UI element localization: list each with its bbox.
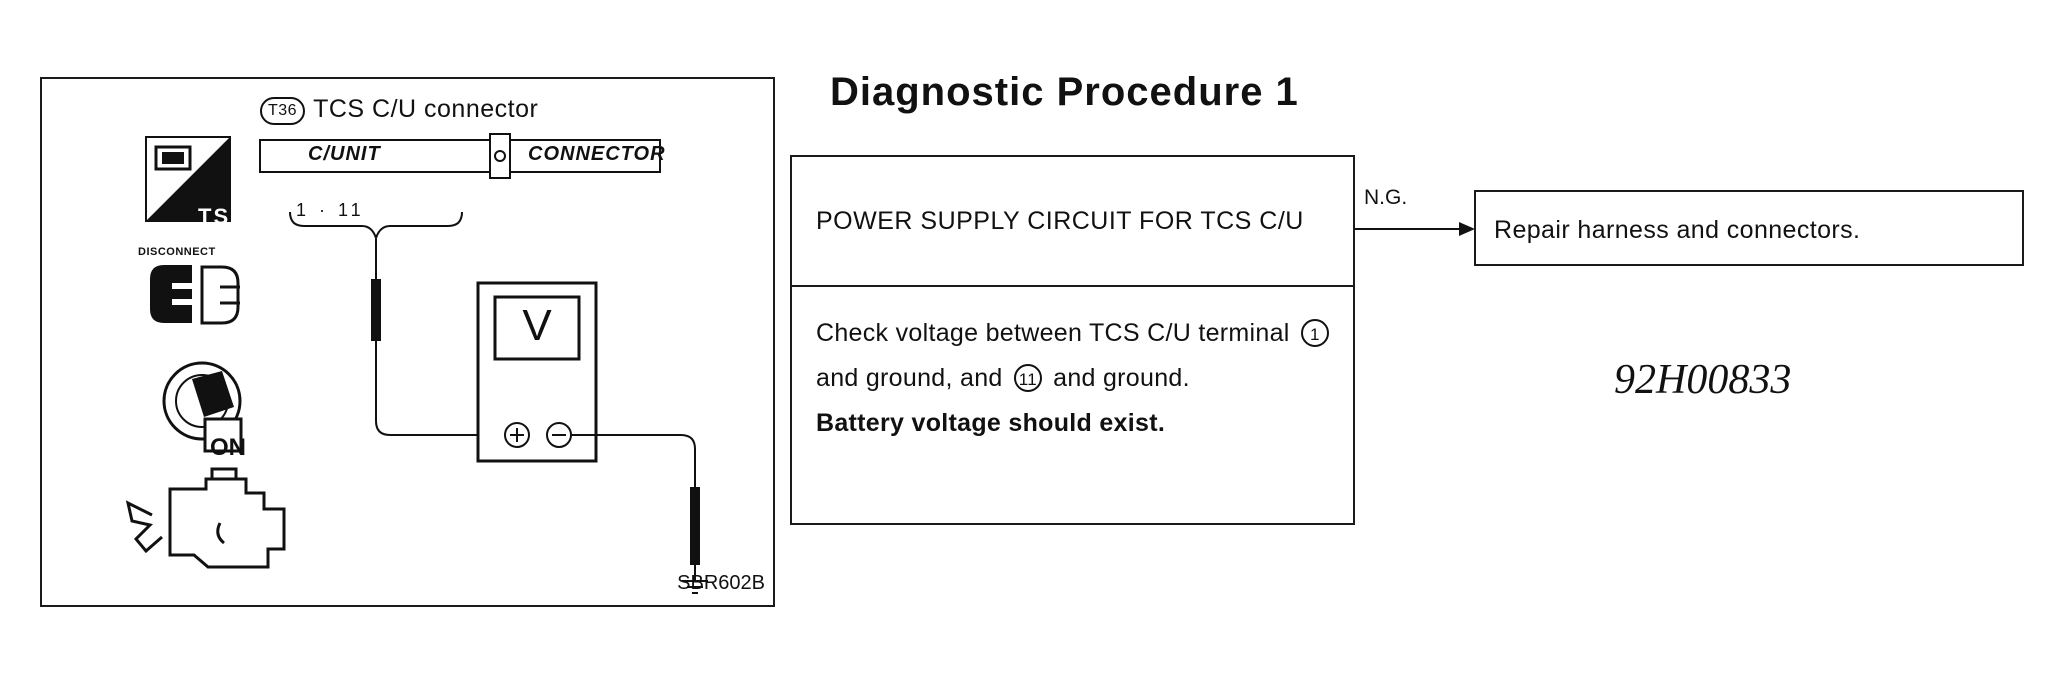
consult-ts-icon: [145, 136, 231, 222]
ground-icon: [682, 580, 708, 594]
ignition-on-icon: [162, 361, 243, 453]
step-check-text: Check voltage between TCS C/U terminal 1…: [816, 311, 1346, 446]
tcs-connector: [259, 133, 661, 179]
step-divider: [792, 285, 1353, 287]
reference-code: SBR602B: [677, 572, 765, 594]
negative-probe: [571, 434, 700, 581]
connector-tag: T36: [260, 97, 306, 125]
procedure-step-box: POWER SUPPLY CIRCUIT FOR TCS C/U Check v…: [790, 155, 1355, 525]
engine-icon: [125, 467, 286, 569]
terminal-label: 1 · 11: [296, 200, 365, 220]
disconnect-label: DISCONNECT: [138, 246, 216, 258]
ignition-on-label: ON: [210, 434, 246, 461]
wiring-illustration: [125, 133, 708, 594]
meter-label: V: [522, 301, 552, 350]
ng-label: N.G.: [1364, 186, 1408, 209]
disconnect-icon: [150, 265, 240, 325]
ng-result-box: Repair harness and connectors.: [1474, 190, 2024, 266]
ng-arrow: [1355, 222, 1475, 236]
ts-label: TS: [198, 204, 231, 229]
expected-result: Battery voltage should exist.: [816, 409, 1166, 437]
connector-left-label: C/UNIT: [308, 143, 381, 165]
document-id: 92H00833: [1614, 357, 1792, 403]
terminal-brace: [289, 211, 463, 242]
procedure-title: Diagnostic Procedure 1: [830, 70, 1299, 114]
positive-probe: [371, 239, 526, 436]
terminal-1-marker: 1: [1300, 319, 1329, 347]
connector-right-label: CONNECTOR: [528, 143, 666, 165]
step-title: POWER SUPPLY CIRCUIT FOR TCS C/U: [816, 207, 1304, 235]
voltmeter: [476, 281, 598, 463]
terminal-11-marker: 11: [1013, 364, 1042, 392]
